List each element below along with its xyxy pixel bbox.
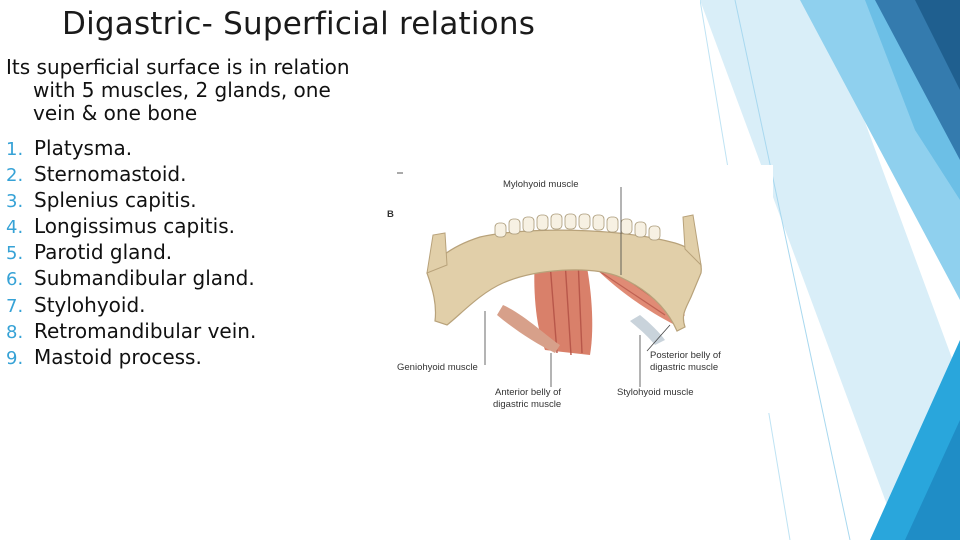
list-number: 5. <box>6 243 24 265</box>
mandible-ramus-left-icon <box>426 232 448 274</box>
label-anterior-belly: Anterior belly of <box>495 387 561 398</box>
deco-shape-pale <box>700 0 960 540</box>
leader-lines <box>484 187 671 387</box>
muscle-fibers <box>549 258 583 356</box>
label-mylohyoid: Mylohyoid muscle <box>503 179 579 190</box>
list-number: 9. <box>6 347 24 369</box>
intro-paragraph: Its superficial surface is in relation w… <box>6 56 401 125</box>
tooth-icon <box>494 222 507 238</box>
list-text: Mastoid process. <box>34 344 202 369</box>
list-number: 3. <box>6 191 24 213</box>
relations-list: 1. Platysma. 2. Sternomastoid. 3. Splenius … <box>6 136 256 371</box>
list-item: 2. Sternomastoid. <box>6 162 256 188</box>
list-text: Longissimus capitis. <box>34 214 235 239</box>
deco-shape-bottom-dark <box>905 420 960 540</box>
anterior-digastric-icon <box>534 257 593 355</box>
list-number: 6. <box>6 269 24 291</box>
tooth-icon <box>578 213 591 230</box>
tooth-icon <box>550 213 563 230</box>
slide-title: Digastric- Superficial relations <box>62 6 536 42</box>
list-item: 6. Submandibular gland. <box>6 266 256 292</box>
list-text: Stylohyoid. <box>34 292 146 317</box>
tooth-icon <box>536 214 549 231</box>
tooth-icon <box>522 216 535 233</box>
panel-letter: B <box>387 209 394 220</box>
tooth-icon <box>648 225 661 241</box>
list-item: 5. Parotid gland. <box>6 240 256 266</box>
label-posterior-belly: digastric muscle <box>650 362 718 373</box>
tooth-icon <box>606 216 619 233</box>
list-text: Retromandibular vein. <box>34 318 257 343</box>
tooth-icon <box>634 221 647 238</box>
intro-line: with 5 muscles, 2 glands, one <box>33 78 331 102</box>
decorative-corner-shapes <box>700 0 960 540</box>
list-item: 3. Splenius capitis. <box>6 188 256 214</box>
list-number: 1. <box>6 139 24 160</box>
deco-line <box>734 0 851 540</box>
intro-line: vein & one bone <box>33 101 198 125</box>
list-text: Submandibular gland. <box>34 266 255 291</box>
list-text: Platysma. <box>34 136 133 160</box>
list-item: 9. Mastoid process. <box>6 345 256 371</box>
tooth-icon <box>564 213 577 230</box>
list-text: Splenius capitis. <box>34 188 197 213</box>
label-posterior-belly: Posterior belly of <box>650 350 721 361</box>
anatomy-figure: B <box>385 165 773 413</box>
list-number: 4. <box>6 217 24 239</box>
intro-line: Its superficial surface is in relation <box>6 55 350 79</box>
list-number: 2. <box>6 165 24 187</box>
label-geniohyoid: Geniohyoid muscle <box>397 362 478 373</box>
tooth-icon <box>508 218 521 235</box>
list-item: 8. Retromandibular vein. <box>6 319 256 345</box>
geniohyoid-muscle-icon <box>497 305 560 353</box>
list-item: 4. Longissimus capitis. <box>6 214 256 240</box>
hyoid-bone-icon <box>630 315 665 345</box>
list-text: Sternomastoid. <box>34 162 187 187</box>
list-text: Parotid gland. <box>34 240 173 265</box>
teeth-row <box>494 213 661 241</box>
label-stylohyoid: Stylohyoid muscle <box>617 387 694 398</box>
list-number: 8. <box>6 321 24 343</box>
list-item: 7. Stylohyoid. <box>6 293 256 319</box>
list-number: 7. <box>6 295 24 317</box>
mandible-ramus-right-icon <box>682 214 702 267</box>
muscle-group <box>497 250 685 356</box>
deco-shape-darker <box>915 0 960 90</box>
mandible-illustration: B <box>387 172 721 410</box>
label-anterior-belly: digastric muscle <box>493 399 561 410</box>
leader-line <box>646 324 671 352</box>
list-item: 1. Platysma. <box>6 136 256 162</box>
tooth-icon <box>592 214 605 231</box>
tooth-icon <box>620 218 633 235</box>
